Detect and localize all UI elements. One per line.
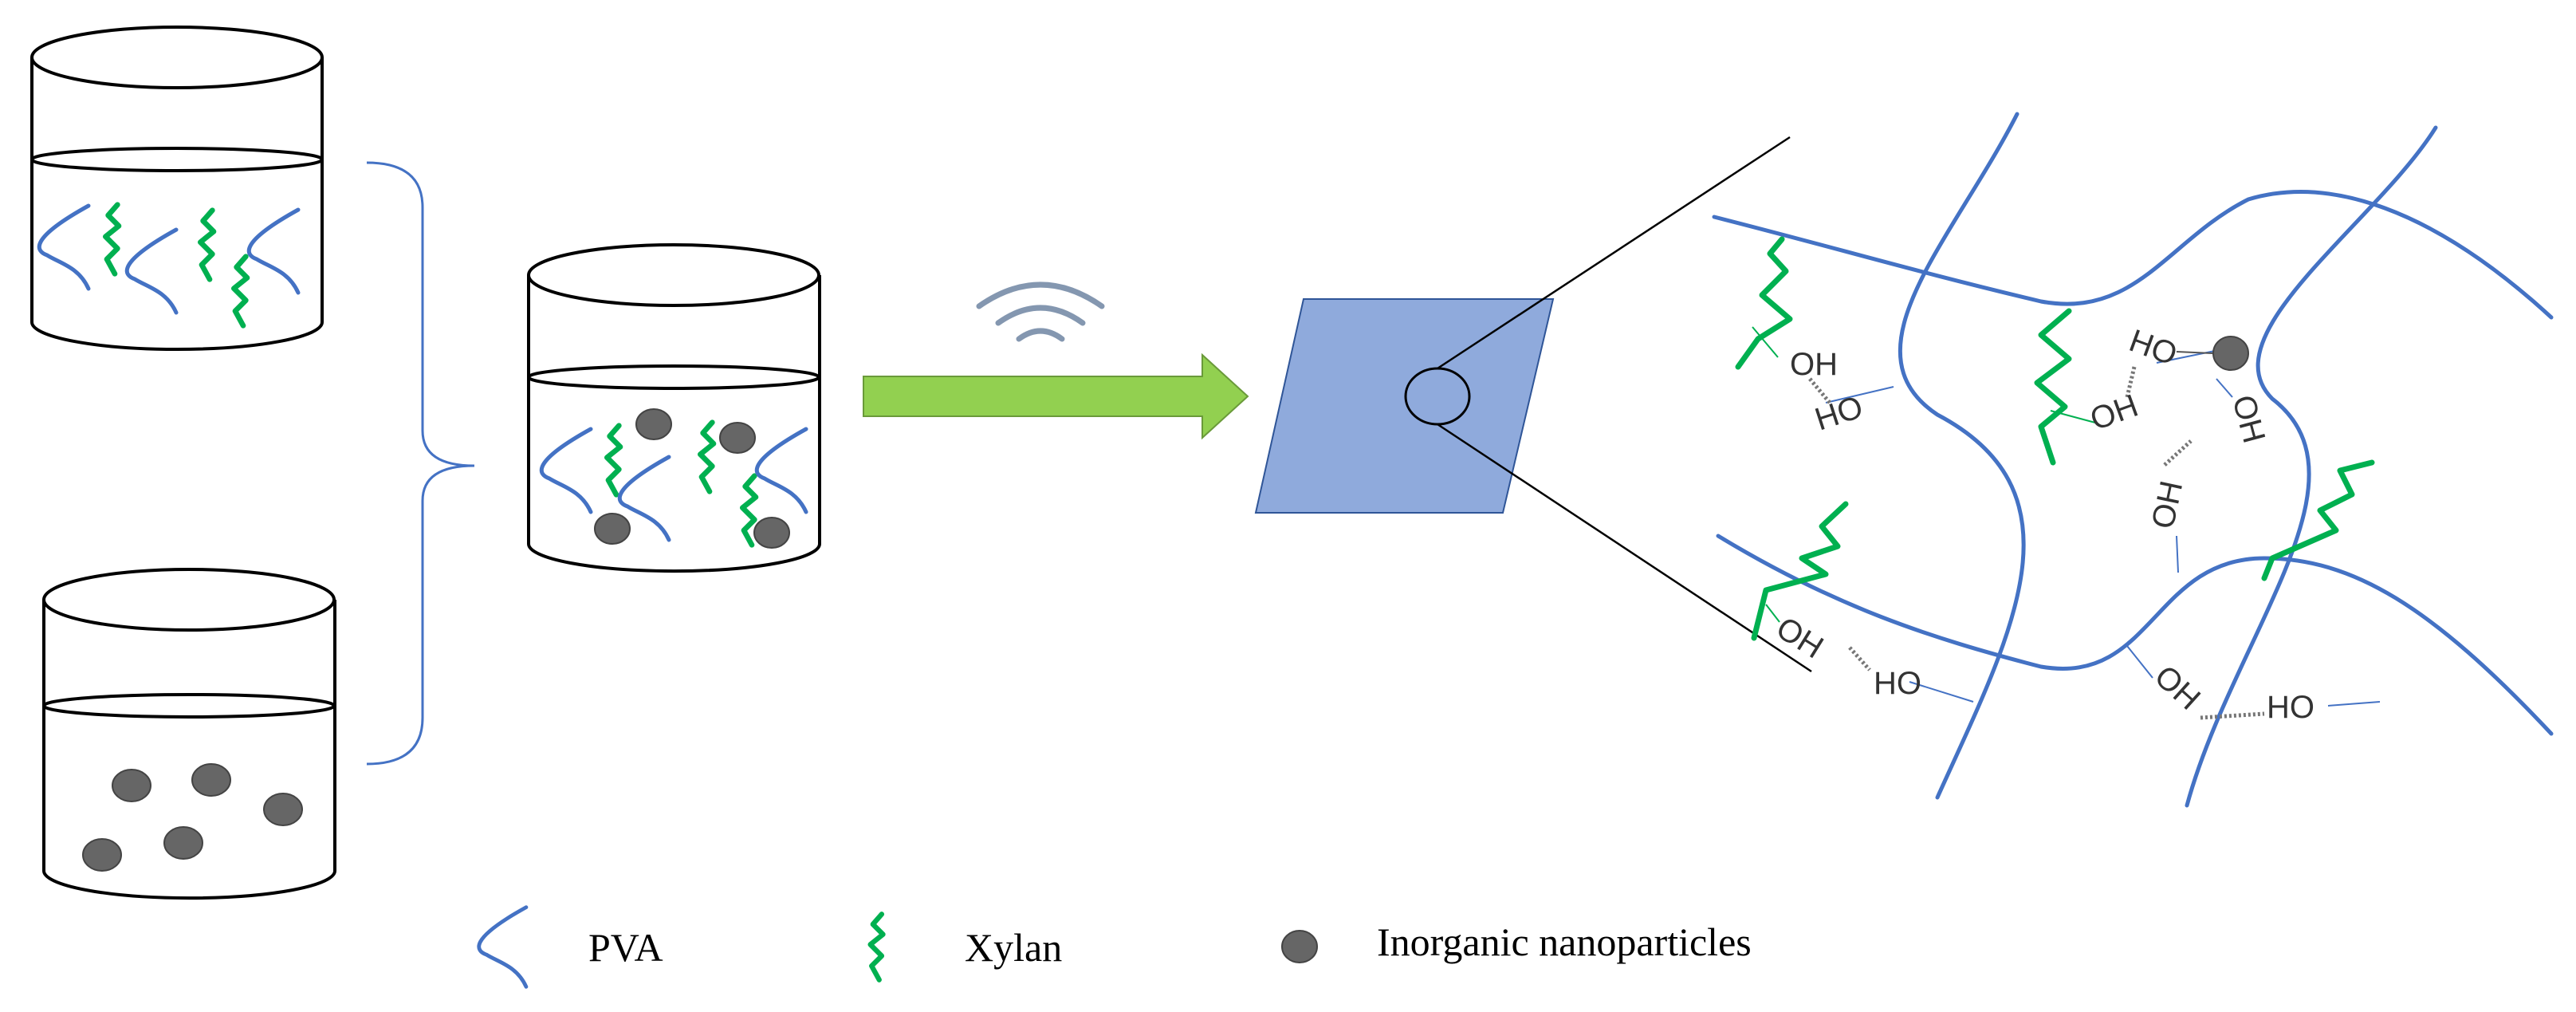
xylan-chain-icon <box>871 914 883 979</box>
oh-label: HO <box>2125 323 2181 372</box>
oh-label: OH <box>2086 388 2142 438</box>
xylan-chain <box>607 426 620 495</box>
nanoparticle-bond <box>2176 351 2213 354</box>
pva-chain <box>39 206 88 289</box>
hydrogen-bonds <box>1808 366 2265 720</box>
nanoparticle <box>263 793 303 826</box>
pva-chain-icon <box>479 908 526 987</box>
composite-film <box>1254 298 1555 514</box>
oh-label: HO <box>1811 389 1867 437</box>
xylan-chain <box>234 257 247 326</box>
oh-label: OH <box>1790 347 1838 382</box>
legend-label-nanoparticles: Inorganic nanoparticles <box>1377 919 1752 964</box>
beaker-mixture <box>527 243 821 573</box>
legend: PVA Xylan Inorganic nanoparticles <box>479 908 1752 987</box>
bond-lines <box>1752 326 2381 707</box>
zoom-line-top <box>1437 136 1791 370</box>
nanoparticle <box>719 422 756 454</box>
beaker-nanoparticles <box>42 568 336 900</box>
pva-chain <box>249 210 298 293</box>
nanoparticle <box>2212 336 2249 371</box>
nanoparticle <box>635 408 672 440</box>
pva-chain <box>127 230 176 313</box>
xylan-network <box>1735 236 2375 641</box>
beaker-pva-xylan <box>30 26 324 351</box>
nanoparticle <box>82 838 122 872</box>
oh-label: OH <box>1770 610 1829 665</box>
nanoparticle <box>112 769 151 802</box>
xylan-chain <box>700 423 714 492</box>
nanoparticle <box>753 517 790 549</box>
oh-label: HO <box>1874 666 1921 701</box>
oh-label: HO <box>2267 690 2314 725</box>
xylan-chain <box>200 211 214 280</box>
oh-label: OH <box>2225 392 2271 447</box>
nanoparticle <box>163 826 203 860</box>
zoom-line-bottom <box>1437 423 1812 673</box>
nanoparticle <box>594 513 631 545</box>
nanoparticle <box>191 763 231 797</box>
process-arrow <box>863 352 1249 440</box>
nanoparticle-dot-icon <box>1281 930 1318 963</box>
xylan-chain <box>105 205 119 274</box>
legend-label-xylan: Xylan <box>965 925 1062 970</box>
oh-label: OH <box>2145 478 2190 532</box>
pva-chain <box>757 429 806 512</box>
mixing-bracket <box>366 161 475 766</box>
pva-network <box>1712 112 2554 808</box>
pva-chain <box>541 429 591 512</box>
wifi-icon <box>976 282 1105 342</box>
legend-label-pva: PVA <box>588 925 663 970</box>
